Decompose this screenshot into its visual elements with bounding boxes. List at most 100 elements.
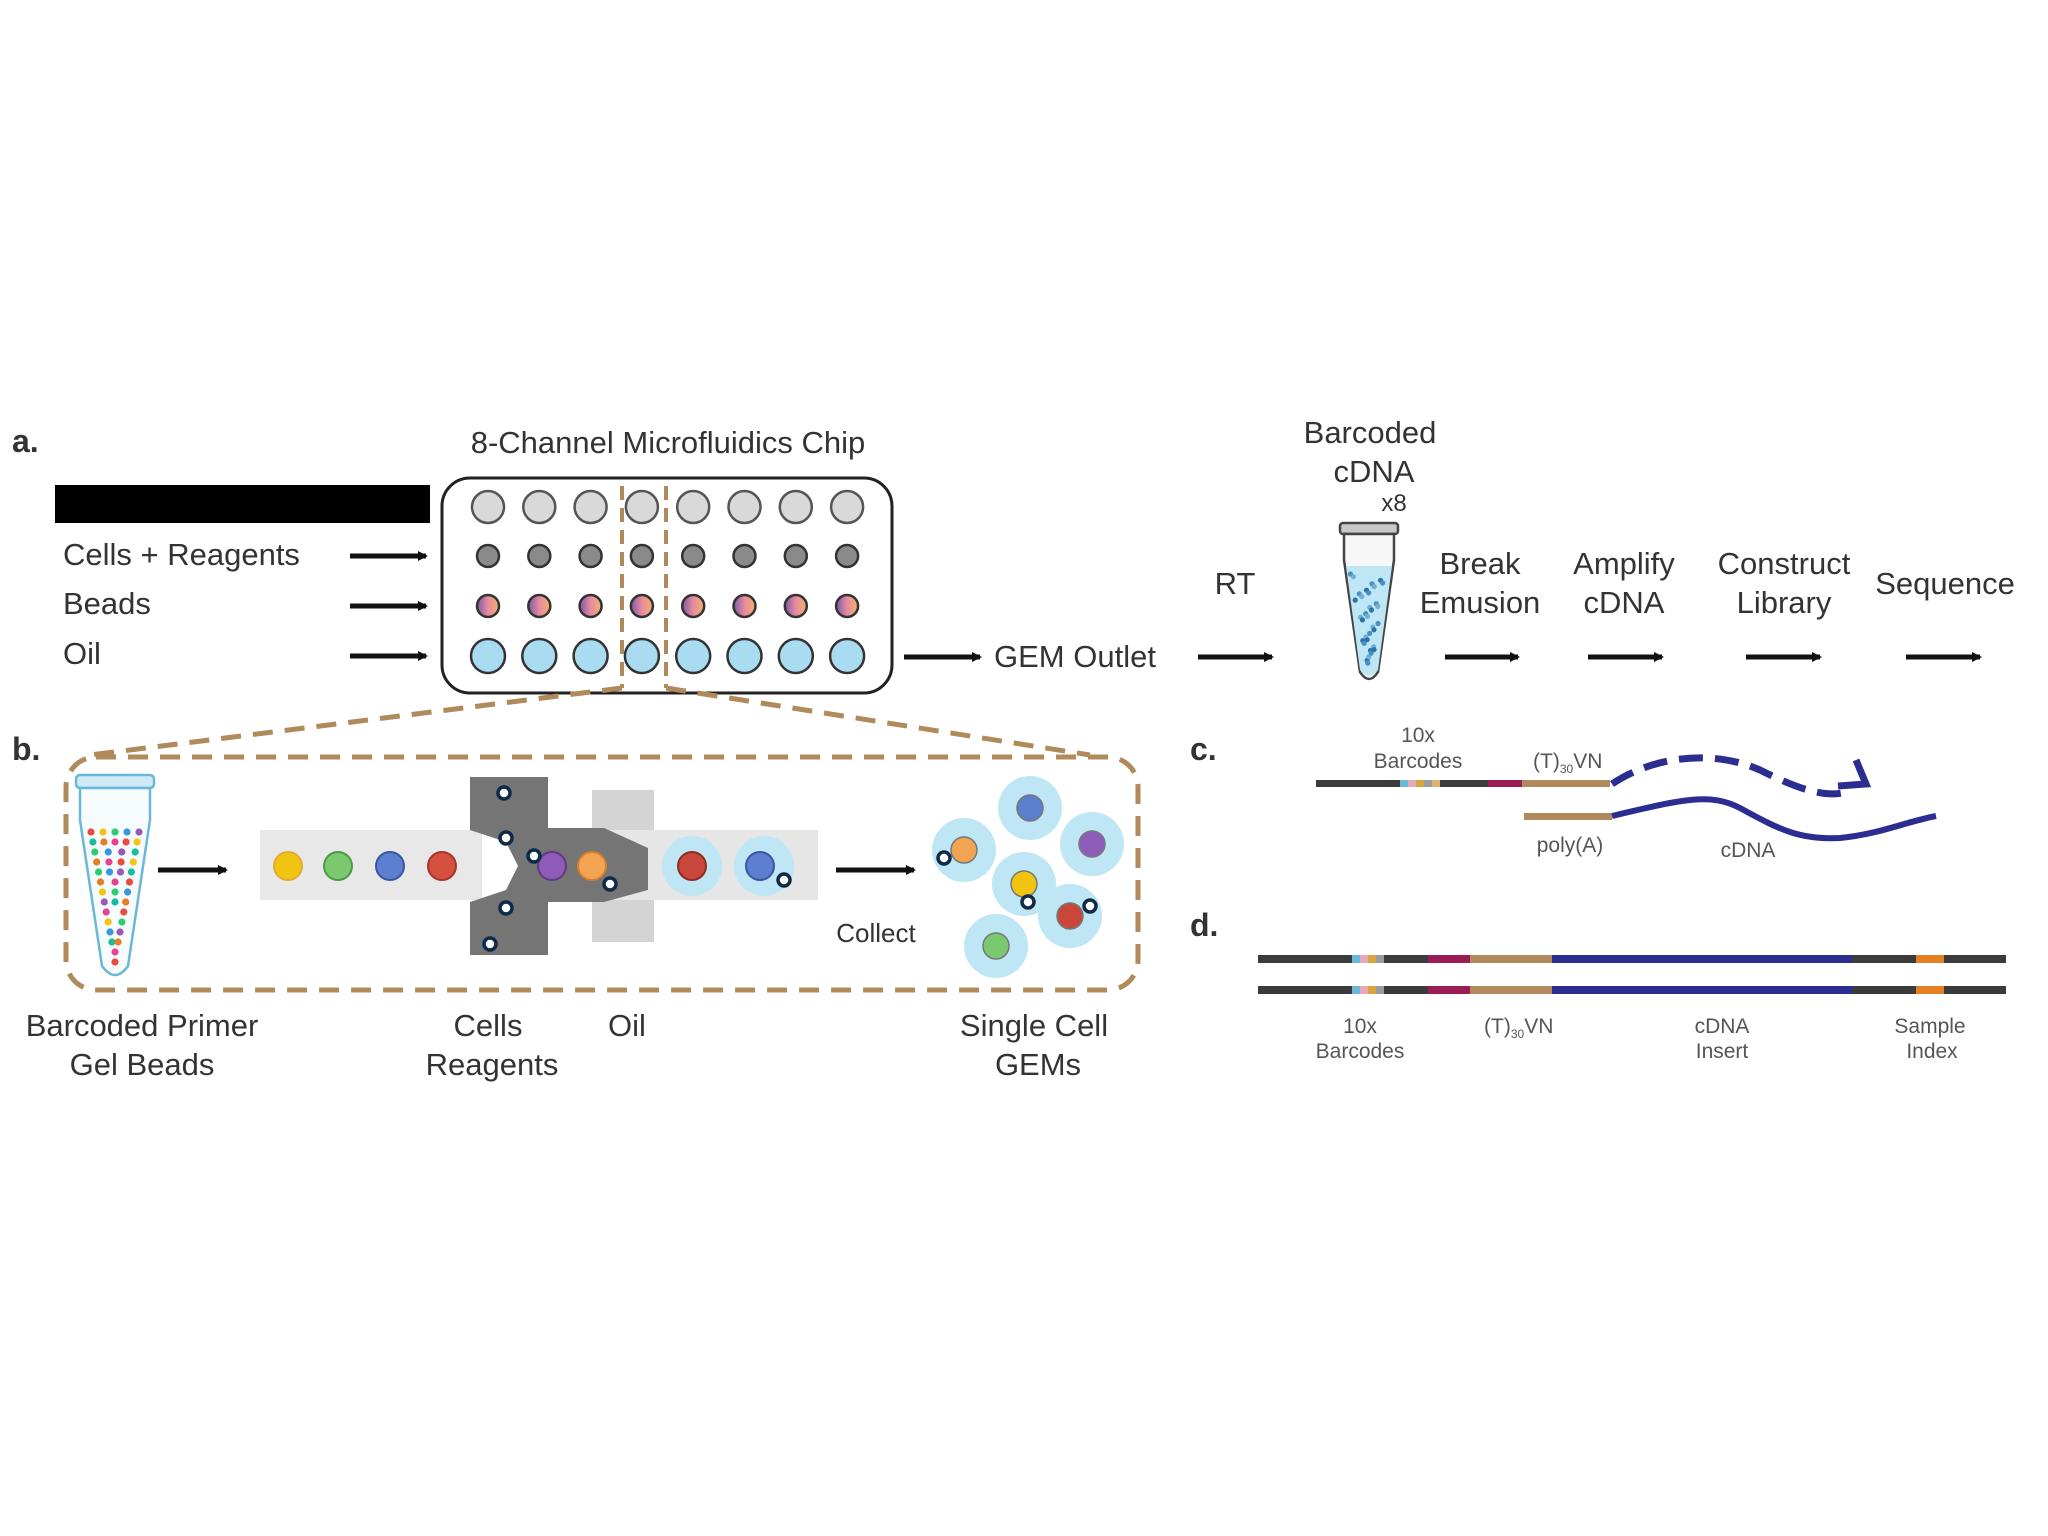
- chip-well-oil: [623, 637, 661, 675]
- gel-bead-dot: [96, 878, 105, 886]
- polya-strand: [1524, 813, 1612, 820]
- gel-bead-dot: [93, 858, 101, 866]
- library-segment: [1944, 955, 2006, 963]
- library-segment: [1916, 955, 1944, 963]
- gel-bead-dots: [87, 828, 143, 966]
- library-segment: [1552, 955, 1852, 963]
- cdna-tube-dot: [1380, 580, 1386, 586]
- barcode-ring: [498, 900, 514, 916]
- cdna-tube-dot: [1350, 574, 1357, 580]
- chip-well-beads: [629, 593, 655, 619]
- cdna-tube-dot: [1365, 660, 1371, 666]
- cdna-tube-dot: [1375, 620, 1381, 627]
- cdna-tube-dot: [1364, 637, 1370, 643]
- gem-outlet-label: GEM Outlet: [994, 639, 1156, 674]
- collect-label: Collect: [836, 918, 916, 948]
- gem-cell: [1078, 830, 1106, 858]
- gel-bead-dot: [117, 858, 125, 866]
- gem-cell: [1056, 902, 1084, 930]
- gel-bead-dot: [104, 848, 112, 856]
- d-tvn-label: (T)30VN: [1484, 1015, 1553, 1041]
- channel-bead: [427, 851, 457, 881]
- chip-well-top: [470, 489, 506, 525]
- c-tvn-label: (T)30VN: [1533, 750, 1602, 776]
- gel-bead-dot: [89, 838, 97, 846]
- step-label-library: Library: [1737, 585, 1832, 620]
- gel-bead-dot: [111, 878, 119, 886]
- chip-well-beads: [732, 593, 757, 619]
- gem-barcode-ring: [1020, 894, 1036, 910]
- library-segment: [1428, 986, 1470, 994]
- chip-well-oil: [726, 637, 763, 675]
- channel-bead: [537, 851, 567, 881]
- cdna-tube-dot: [1359, 617, 1366, 623]
- chip-well-oil: [674, 637, 712, 675]
- label-cells: Cells: [454, 1008, 523, 1043]
- input-label-cells-reagents: Cells + Reagents: [63, 537, 300, 572]
- cdna-tube-dot: [1359, 593, 1365, 600]
- library-segment: [1552, 986, 1852, 994]
- cdna-tube-dot: [1371, 647, 1377, 653]
- gel-bead-dot: [124, 888, 132, 896]
- tube-multiplier: x8: [1381, 490, 1406, 517]
- cdna-tube-dots: [1347, 571, 1386, 666]
- chip-well-beads: [475, 593, 501, 619]
- d-insert-cdna: cDNA: [1695, 1015, 1750, 1038]
- zoom-line-left: [89, 685, 623, 758]
- library-segment: [1360, 955, 1368, 963]
- gel-bead-dot: [100, 838, 108, 846]
- gel-bead-dot: [105, 858, 113, 866]
- chip-well-cells: [527, 543, 552, 569]
- library-segment: [1368, 986, 1376, 994]
- barcode-ring: [482, 936, 498, 952]
- gel-bead-dot: [123, 828, 131, 836]
- barcode-ring: [498, 830, 514, 846]
- gel-bead-dot: [116, 868, 125, 876]
- gel-bead-dot: [116, 928, 124, 936]
- gel-bead-dot: [131, 848, 139, 856]
- gem-cluster: [932, 776, 1124, 978]
- c-barcodes-10x: 10x: [1401, 724, 1435, 747]
- barcode-ring: [602, 876, 618, 892]
- step-label-break: Break: [1440, 546, 1521, 581]
- chip-well-beads: [578, 593, 603, 619]
- gel-bead-dot: [105, 868, 114, 876]
- channel-beads: [273, 851, 775, 881]
- label-gel-beads: Gel Beads: [70, 1047, 215, 1082]
- chip-well-oil: [777, 637, 815, 675]
- channel-bead: [577, 851, 607, 881]
- gel-bead-dot: [133, 838, 141, 846]
- gel-bead-dot: [111, 948, 119, 956]
- chip-well-beads: [834, 593, 860, 619]
- gel-bead-dot: [122, 898, 130, 906]
- extension-arrowhead: [1837, 758, 1872, 790]
- cdna-tube-dot: [1367, 630, 1373, 637]
- c-cdna-label: cDNA: [1721, 839, 1776, 862]
- step-label-amplify-cdna: cDNA: [1584, 585, 1665, 620]
- library-segment: [1944, 986, 2006, 994]
- d-barcodes-10x: 10x: [1343, 1015, 1377, 1038]
- input-label-beads: Beads: [63, 586, 151, 621]
- gem-barcode-ring: [936, 850, 952, 866]
- gel-bead-dot: [99, 828, 107, 836]
- barcode-ring: [496, 785, 512, 801]
- panel-label-d: d.: [1190, 907, 1218, 943]
- chip-well-top: [573, 489, 608, 525]
- cdna-tube-dot: [1371, 584, 1377, 590]
- chip-well-cells: [732, 543, 757, 569]
- gel-bead-dot: [111, 888, 119, 896]
- chip-well-top: [778, 489, 814, 525]
- c-polya-label: poly(A): [1537, 834, 1604, 857]
- d-insert-label: Insert: [1696, 1040, 1749, 1063]
- chip-well-cells: [834, 543, 860, 569]
- channel-bead: [677, 851, 707, 881]
- library-strands: [1258, 955, 2006, 994]
- gel-bead-dot: [114, 938, 122, 946]
- chip-well-cells: [783, 543, 809, 569]
- gem-cell: [950, 836, 978, 864]
- gel-bead-dot: [104, 918, 112, 926]
- label-barcoded-primer: Barcoded Primer: [26, 1008, 259, 1043]
- gem-cell: [982, 932, 1010, 960]
- input-label-oil: Oil: [63, 636, 101, 671]
